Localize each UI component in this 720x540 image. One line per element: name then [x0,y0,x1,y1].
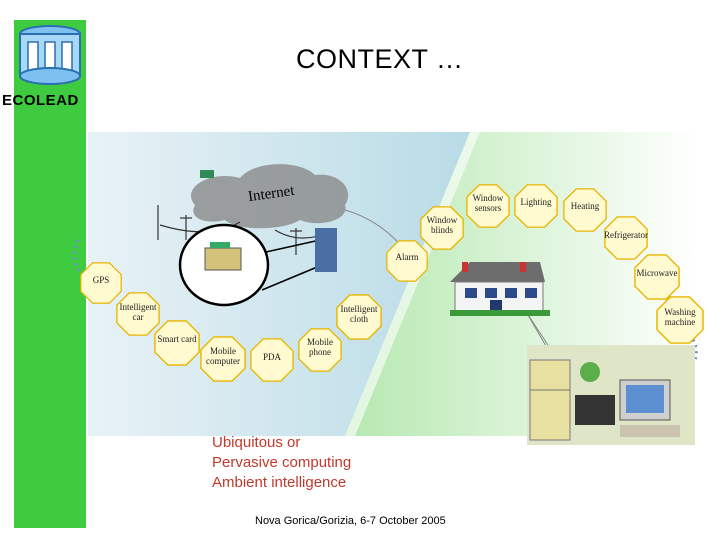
footer-text: Nova Gorica/Gorizia, 6-7 October 2005 [255,515,446,527]
house-icon [450,262,550,316]
node-lighting: Lighting [514,184,558,228]
node-mobile-computer: Mobile computer [200,336,246,382]
brand-name: ECOLEAD [2,92,79,109]
node-smart-card-label: Smart card [157,334,197,344]
satellite-icon [200,170,214,178]
node-mobile-computer-label: Mobile computer [206,346,240,366]
node-microwave: Microwave [634,254,680,300]
sidebar-bar [14,20,86,528]
node-window-blinds: Window blinds [420,206,464,250]
node-window-sensors: Window sensors [466,184,510,228]
ecolead-logo [19,25,81,85]
node-alarm-label: Alarm [395,252,419,262]
node-heating: Heating [563,188,607,232]
tower-icon [315,228,337,272]
node-refrigerator-label: Refrigerator [604,230,648,240]
node-intelligent-cloth: Intelligent cloth [336,294,382,340]
node-mobile-phone-label: Mobile phone [307,337,333,357]
caption-line-3: Ambient intelligence [212,474,347,491]
node-heating-label: Heating [570,201,600,211]
caption-block: Ubiquitous or Pervasive computing Ambien… [212,433,351,493]
node-pda: PDA [250,338,294,382]
node-window-sensors-label: Window sensors [472,193,504,213]
internet-cloud [191,164,349,229]
node-gps: GPS [80,262,122,304]
node-mobile-phone: Mobile phone [298,328,342,372]
caption-line-1: Ubiquitous or [212,434,301,451]
node-intelligent-car-label: Intelligent car [119,302,157,322]
node-lighting-label: Lighting [520,197,552,207]
node-washing-machine: Washing machine [656,296,704,344]
node-alarm: Alarm [386,240,428,282]
slide-title: CONTEXT … [296,44,464,74]
node-gps-label: GPS [92,275,110,285]
smart-home-room-image [527,345,695,445]
node-intelligent-cloth-label: Intelligent cloth [340,304,378,324]
node-window-blinds-label: Window blinds [426,215,458,235]
node-smart-card: Smart card [154,320,200,366]
node-microwave-label: Microwave [636,268,678,278]
node-washing-machine-label: Washing machine [664,307,696,327]
node-pda-label: PDA [262,352,281,362]
caption-line-2: Pervasive computing [212,454,352,471]
node-intelligent-car: Intelligent car [116,292,160,336]
node-refrigerator: Refrigerator [604,216,648,260]
